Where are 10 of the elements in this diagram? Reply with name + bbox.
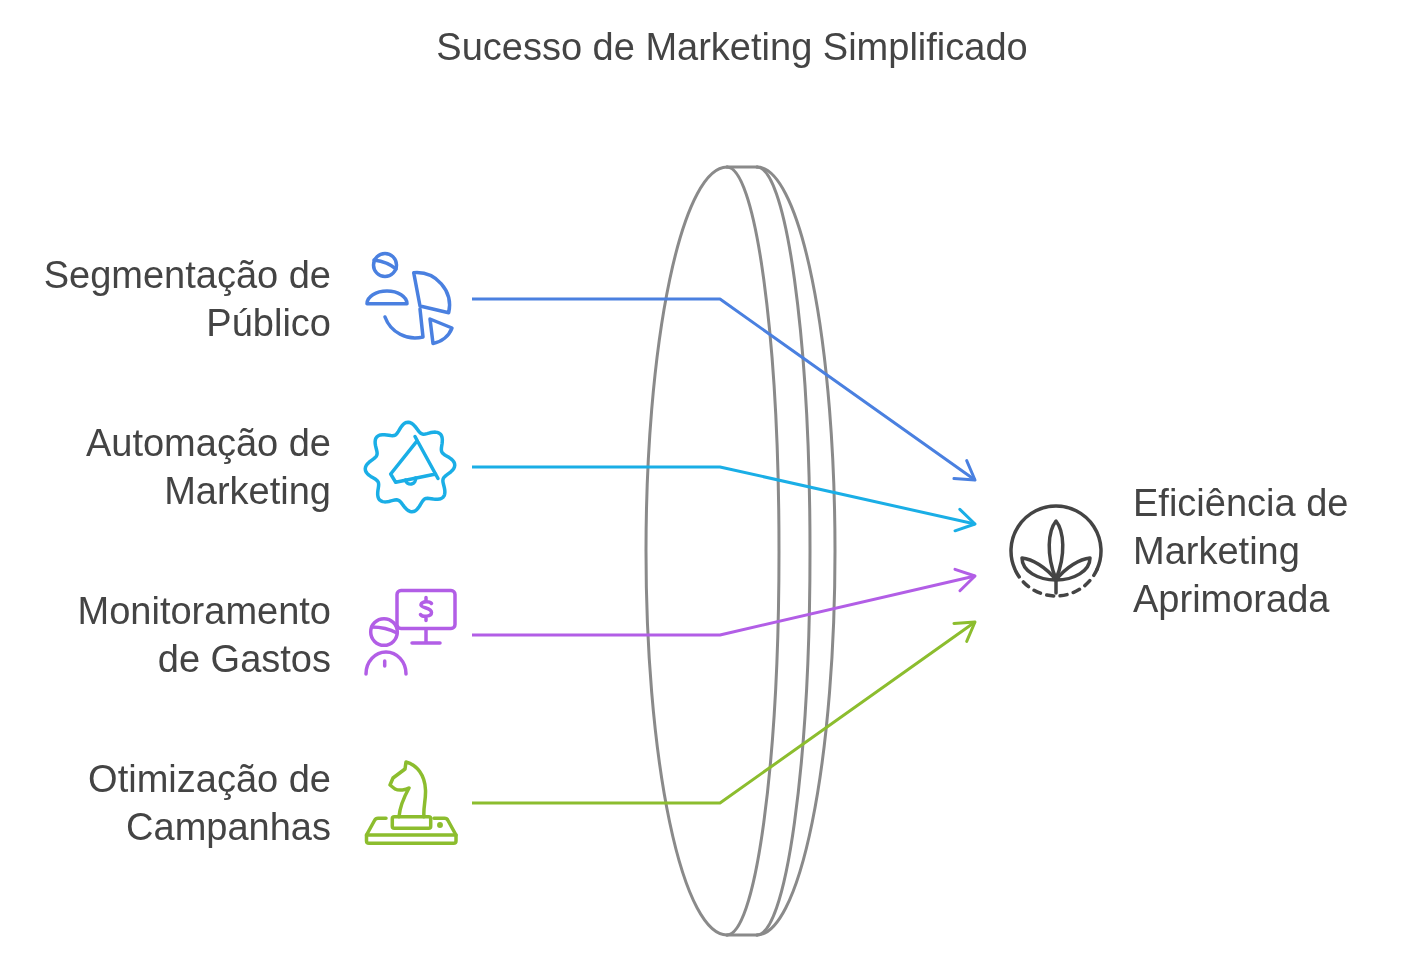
node-label: Otimização de Campanhas: [87, 757, 331, 850]
arrow: [472, 297, 977, 482]
diagram-title: Sucesso de Marketing Simplificado: [436, 25, 1028, 70]
node-label: Monitoramento de Gastos: [76, 589, 331, 682]
node-label: Eficiência de Marketing Aprimorada: [1133, 481, 1350, 622]
node-label: Segmentação de Público: [42, 253, 331, 346]
arrow: [472, 567, 977, 637]
arrow: [472, 465, 977, 533]
arrow: [472, 620, 977, 805]
node-label: Automação de Marketing: [84, 421, 331, 514]
